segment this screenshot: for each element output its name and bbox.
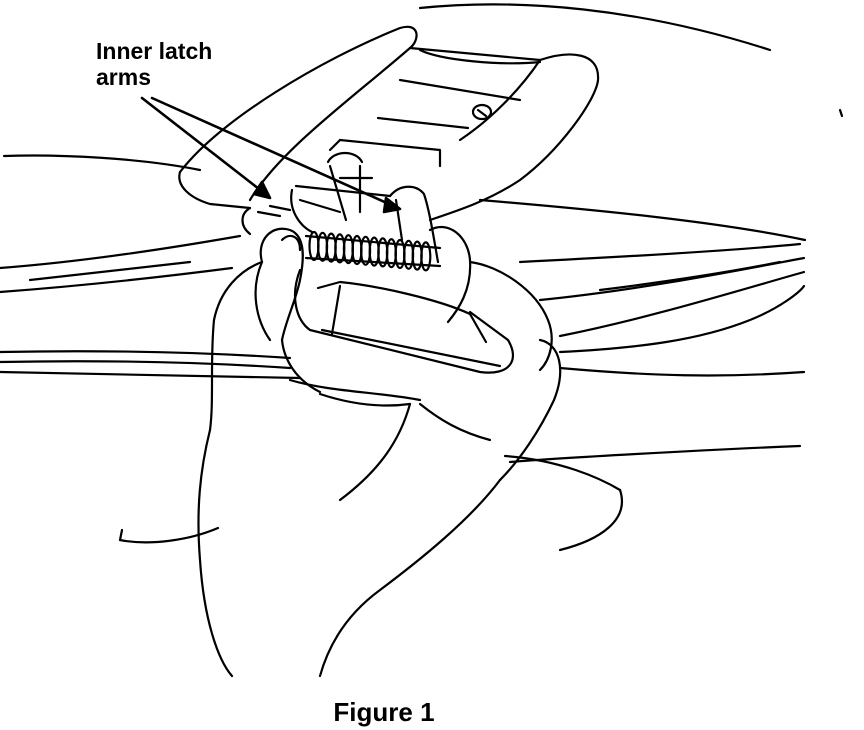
seat-body-outline [0,4,842,550]
handle-bezel [179,27,598,234]
leader-line-right [152,98,398,208]
figure-caption: Figure 1 [333,697,435,727]
latch-mechanism [258,153,438,262]
leader-line-left [142,98,268,196]
hand-right [320,227,560,676]
inner-latch-arms-label: Inner latch arms [96,38,212,90]
hand-left [198,229,320,676]
spring-coil [421,242,430,270]
callout-line-1: Inner latch [96,38,213,64]
callout-line-2: arms [96,64,151,90]
leader-arrows [142,98,400,212]
arrowhead-left-icon [254,182,270,198]
arrowhead-right-icon [384,198,400,212]
coil-spring [306,232,440,270]
pull-lever [295,270,513,373]
spring-axle [306,236,440,266]
